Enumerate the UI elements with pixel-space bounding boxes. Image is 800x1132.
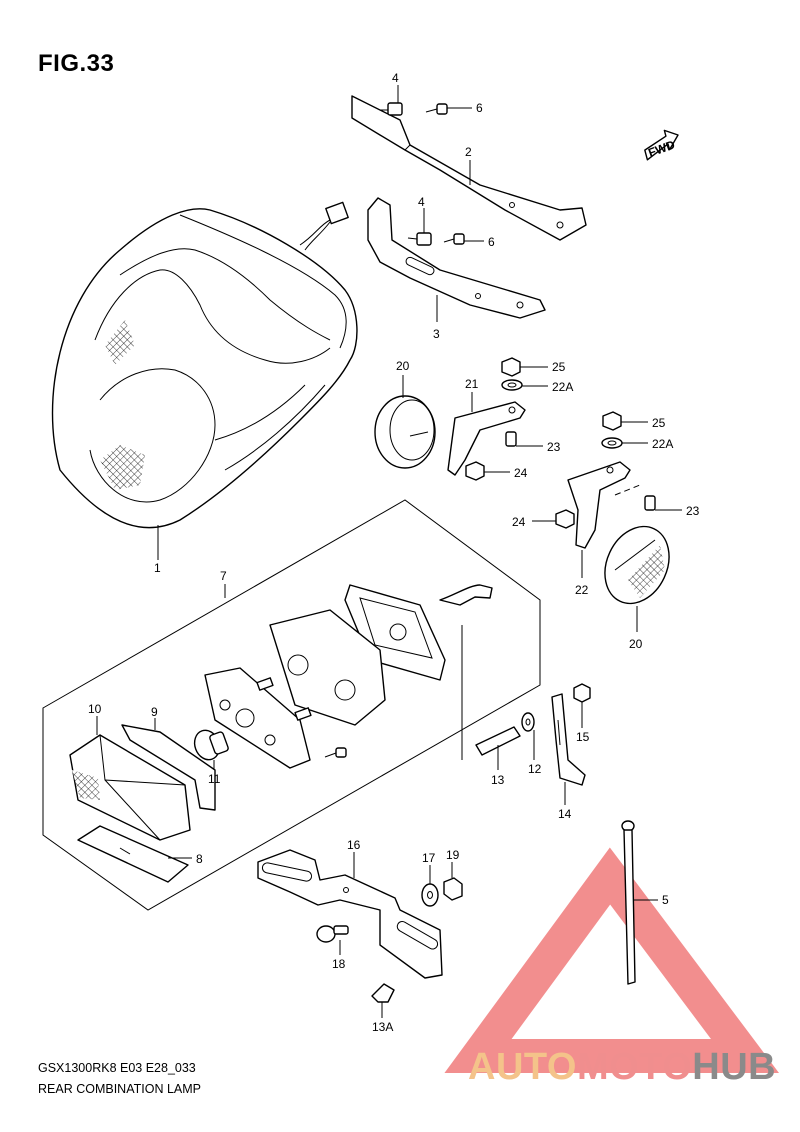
callout-3: 3 xyxy=(433,327,440,341)
part-24-nut-upper[interactable] xyxy=(465,461,485,481)
part-18-screw[interactable] xyxy=(316,925,349,943)
callout-23-lower: 23 xyxy=(686,504,700,518)
callout-10: 10 xyxy=(88,702,102,716)
part-24-nut-lower[interactable] xyxy=(555,509,575,529)
callout-23-upper: 23 xyxy=(547,440,561,454)
callout-16: 16 xyxy=(347,838,361,852)
part-13-spacer[interactable] xyxy=(475,726,521,756)
part-4-bolt-lower[interactable] xyxy=(407,232,432,246)
callout-1: 1 xyxy=(154,561,161,575)
part-19-nut[interactable] xyxy=(443,877,463,901)
part-8-license-lens[interactable] xyxy=(77,825,189,883)
callout-11: 11 xyxy=(208,772,221,786)
part-20-reflector-right[interactable] xyxy=(593,516,681,614)
callout-22: 22 xyxy=(575,583,589,597)
figure-title: FIG.33 xyxy=(38,50,115,77)
callout-6-upper: 6 xyxy=(476,101,483,115)
part-23-screw-lower[interactable] xyxy=(644,495,656,511)
part-7-lamp-unit[interactable] xyxy=(204,584,493,769)
part-10-lens[interactable] xyxy=(69,734,191,841)
part-22a-washer-upper[interactable] xyxy=(501,379,523,391)
part-21-reflector-bracket[interactable] xyxy=(447,401,526,476)
brand-part-hub: HUB xyxy=(692,1046,777,1088)
callout-20-right: 20 xyxy=(629,637,643,651)
part-11-bulb[interactable] xyxy=(191,727,229,763)
part-7-assembly-box xyxy=(42,499,541,911)
callout-25-upper: 25 xyxy=(552,360,566,374)
part-25-nut-upper[interactable] xyxy=(501,357,521,377)
part-16-license-bracket[interactable] xyxy=(257,849,443,979)
fwd-label: FWD xyxy=(646,137,677,160)
part-1-tail-lamp-housing[interactable] xyxy=(51,201,358,529)
callout-24-upper: 24 xyxy=(514,466,528,480)
leader-lines xyxy=(96,85,682,1018)
brand-part-auto: AUTO xyxy=(468,1046,577,1088)
callout-7: 7 xyxy=(220,569,227,583)
callout-15: 15 xyxy=(576,730,590,744)
callout-14: 14 xyxy=(558,807,572,821)
callout-8: 8 xyxy=(196,852,203,866)
callout-22a-lower: 22A xyxy=(652,437,673,451)
part-4-bolt-upper[interactable] xyxy=(380,102,403,116)
callout-18: 18 xyxy=(332,957,346,971)
part-15-nut[interactable] xyxy=(573,683,591,703)
callout-13: 13 xyxy=(491,773,505,787)
model-code-label: GSX1300RK8 E03 E28_033 xyxy=(38,1061,196,1075)
callout-22a-upper: 22A xyxy=(552,380,573,394)
callout-4-lower: 4 xyxy=(418,195,425,209)
callout-12: 12 xyxy=(528,762,542,776)
part-22a-washer-lower[interactable] xyxy=(601,437,623,449)
watermark-triangle xyxy=(444,847,779,1073)
callout-4-upper: 4 xyxy=(392,71,399,85)
part-2-upper-bracket[interactable] xyxy=(351,95,587,241)
callout-13a: 13A xyxy=(372,1020,393,1034)
part-25-nut-lower[interactable] xyxy=(602,411,622,431)
brand-part-moto: MOTO xyxy=(576,1046,693,1088)
callout-5: 5 xyxy=(662,893,669,907)
callout-2: 2 xyxy=(465,145,472,159)
forward-direction-arrow-icon: FWD xyxy=(644,129,679,161)
callout-labels: 4 6 2 4 6 3 1 7 20 21 25 22A 23 24 25 22… xyxy=(88,71,700,1034)
part-3-lower-bracket[interactable] xyxy=(367,197,546,319)
part-group-label: REAR COMBINATION LAMP xyxy=(38,1082,201,1096)
part-6-screw-lower[interactable] xyxy=(443,233,465,245)
callout-6-lower: 6 xyxy=(488,235,495,249)
part-12-washer[interactable] xyxy=(521,712,535,732)
part-20-reflector-left[interactable] xyxy=(374,395,436,469)
callout-9: 9 xyxy=(151,705,158,719)
watermark-brand-logo: AUTOMOTOHUB xyxy=(468,1046,776,1089)
callout-20-left: 20 xyxy=(396,359,410,373)
part-14-bracket[interactable] xyxy=(551,693,586,786)
callout-19: 19 xyxy=(446,848,460,862)
part-17-washer[interactable] xyxy=(421,883,439,907)
part-6-screw-upper[interactable] xyxy=(425,103,448,115)
callout-21: 21 xyxy=(465,377,479,391)
part-23-screw-upper[interactable] xyxy=(505,431,517,447)
part-22-reflector-bracket[interactable] xyxy=(567,461,641,549)
part-13a-grommet[interactable] xyxy=(371,983,395,1003)
callout-24-lower: 24 xyxy=(512,515,526,529)
callout-17: 17 xyxy=(422,851,436,865)
callout-25-lower: 25 xyxy=(652,416,666,430)
part-9-lens-gasket[interactable] xyxy=(121,724,216,811)
part-5-cable-tie[interactable] xyxy=(621,820,636,985)
